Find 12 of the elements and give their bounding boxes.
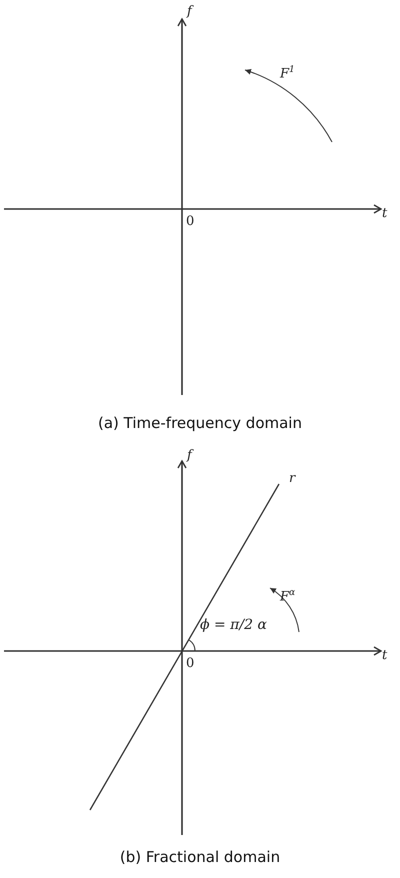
axis-label: f (187, 449, 192, 462)
axis-label: F$^{1}$ (280, 66, 295, 80)
axis-label: 0 (186, 215, 194, 228)
axis-label: t (382, 649, 388, 662)
axis-label: 0 (186, 657, 194, 670)
figure-caption: (b) Fractional domain (120, 848, 280, 866)
angle-formula: ϕ = π/2 α (200, 618, 267, 632)
axis-label: F$^{α}$ (280, 589, 296, 604)
axis-label: r (289, 472, 296, 485)
axis-label: t (382, 207, 388, 220)
figure-caption: (a) Time-frequency domain (98, 414, 302, 432)
axis-label: f (187, 5, 192, 18)
